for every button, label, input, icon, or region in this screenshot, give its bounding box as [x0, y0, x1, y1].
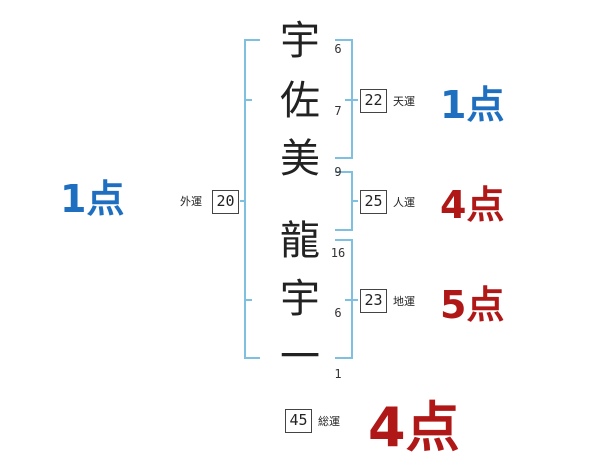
chiun-value-box: 23	[360, 289, 387, 313]
stroke-count-1: 6	[334, 42, 342, 56]
chiun-score: 5点	[440, 283, 505, 327]
name-char-2: 佐	[280, 78, 320, 124]
jinun-value-box: 25	[360, 190, 387, 214]
gaiun-label: 外運	[180, 195, 202, 208]
chiun-label: 地運	[393, 295, 415, 308]
name-char-3: 美	[280, 136, 320, 182]
outer-bracket-frame	[244, 39, 260, 359]
jinun-score: 4点	[440, 183, 505, 227]
stroke-count-3: 9	[334, 165, 342, 179]
chiun-bracket	[335, 239, 358, 359]
stroke-count-5: 6	[334, 306, 342, 320]
name-char-4: 龍	[280, 218, 320, 264]
tenun-value-box: 22	[360, 89, 387, 113]
stroke-count-4: 16	[330, 246, 346, 260]
name-char-6: 一	[280, 334, 320, 380]
gaiun-score: 1点	[60, 177, 125, 221]
souun-score: 4点	[368, 396, 460, 459]
gaiun-value-box: 20	[212, 190, 239, 214]
souun-label: 総運	[318, 415, 340, 428]
outer-bracket	[244, 39, 260, 359]
jinun-bracket	[335, 171, 358, 231]
tenun-label: 天運	[393, 95, 415, 108]
name-char-1: 宇	[280, 18, 320, 64]
stroke-count-2: 7	[334, 104, 342, 118]
stroke-count-6: 1	[334, 367, 342, 381]
tenun-score: 1点	[440, 83, 505, 127]
souun-value-box: 45	[285, 409, 312, 433]
name-char-5: 宇	[280, 276, 320, 322]
tenun-bracket	[335, 39, 358, 159]
jinun-label: 人運	[393, 196, 415, 209]
